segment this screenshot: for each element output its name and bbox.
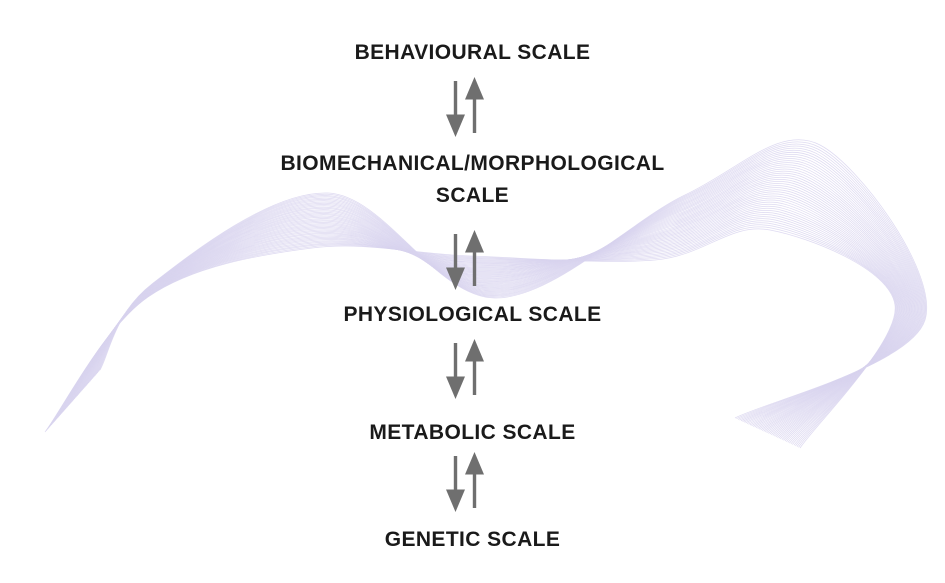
up-arrow-icon [464,230,484,286]
level-metabolic-scale: METABOLIC SCALE [0,420,945,446]
bidirectional-arrows-icon [445,339,484,399]
connector-physiological-metabolic [0,339,945,404]
level-label: PHYSIOLOGICAL SCALE [343,303,602,326]
up-arrow-icon [464,452,484,508]
level-label: METABOLIC SCALE [369,421,576,444]
level-label: BEHAVIOURAL SCALE [354,41,591,64]
level-behavioural-scale: BEHAVIOURAL SCALE [0,40,945,66]
up-arrow-icon [464,77,484,133]
bidirectional-arrows-icon [445,77,484,137]
level-physiological-scale: PHYSIOLOGICAL SCALE [0,302,945,328]
down-arrow-icon [445,81,465,137]
down-arrow-icon [445,343,465,399]
up-arrow-icon [464,339,484,395]
bidirectional-arrows-icon [445,230,484,290]
down-arrow-icon [445,234,465,290]
down-arrow-icon [445,456,465,512]
level-label: BIOMECHANICAL/MORPHOLOGICAL SCALE [280,152,665,207]
connector-behavioural-biomechanical [0,77,945,142]
connector-metabolic-genetic [0,452,945,517]
bidirectional-arrows-icon [445,452,484,512]
level-label: GENETIC SCALE [384,528,561,551]
connector-biomechanical-physiological [0,230,945,295]
level-genetic-scale: GENETIC SCALE [0,527,945,553]
level-biomechanical-morphological-scale: BIOMECHANICAL/MORPHOLOGICAL SCALE [0,148,945,212]
